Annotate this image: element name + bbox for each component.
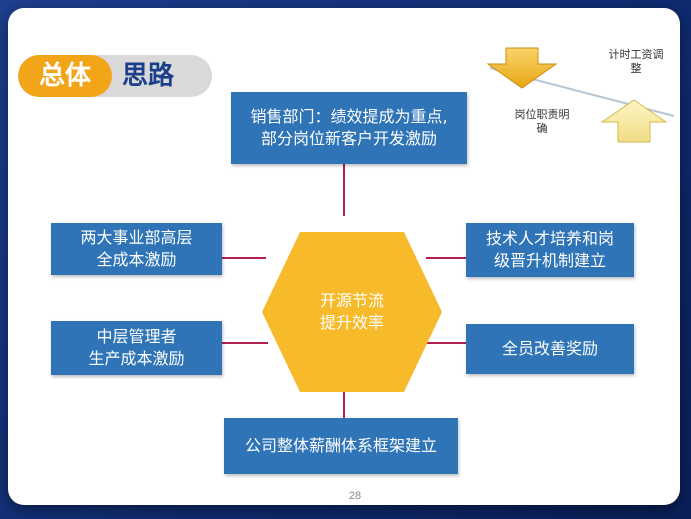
title-pill: 总体 思路 (18, 55, 212, 97)
connector-right-top (426, 257, 466, 259)
slide: 总体 思路 计时工资调 整 岗位职责明 确 (8, 8, 680, 505)
label-job-duty: 岗位职责明 确 (500, 108, 584, 136)
box-middle-line2: 生产成本激励 (88, 349, 185, 368)
center-line1: 开源节流 (319, 291, 384, 310)
box-middle-line1: 中层管理者 (96, 327, 177, 346)
balance-arrows-graphic (486, 47, 675, 143)
box-sales-line2: 部分岗位新客户开发激励 (260, 129, 437, 148)
label-hourly-wage-line1: 计时工资调 (608, 48, 664, 61)
up-arrow-icon (600, 99, 668, 143)
center-hexagon: 开源节流 提升效率 (260, 230, 444, 394)
label-job-duty-line1: 岗位职责明 (514, 108, 570, 121)
box-division-executives: 两大事业部高层 全成本激励 (51, 223, 222, 275)
connector-top (343, 164, 345, 216)
box-all-staff-improvement: 全员改善奖励 (466, 324, 634, 374)
label-job-duty-line2: 确 (536, 122, 548, 135)
box-salary-framework: 公司整体薪酬体系框架建立 (224, 418, 458, 474)
connector-right-bottom (422, 342, 466, 344)
box-division-line2: 全成本激励 (96, 250, 177, 269)
center-line2: 提升效率 (319, 313, 384, 332)
title-right-text: 思路 (122, 61, 175, 91)
label-hourly-wage-line2: 整 (630, 62, 642, 75)
box-tech-line2: 级晋升机制建立 (493, 251, 606, 270)
label-hourly-wage: 计时工资调 整 (596, 48, 676, 76)
hexagon-shape (262, 232, 442, 392)
connector-bottom (343, 386, 345, 418)
box-tech-line1: 技术人才培养和岗 (485, 229, 614, 248)
down-arrow-icon (486, 47, 558, 89)
box-middle-managers: 中层管理者 生产成本激励 (51, 321, 222, 375)
box-framework-line1: 公司整体薪酬体系框架建立 (244, 436, 437, 455)
box-sales-line1: 销售部门：绩效提成为重点, (250, 107, 448, 126)
box-division-line1: 两大事业部高层 (80, 228, 193, 247)
box-sales-department: 销售部门：绩效提成为重点, 部分岗位新客户开发激励 (231, 92, 467, 164)
box-improvement-line1: 全员改善奖励 (501, 339, 598, 358)
center-text: 开源节流 提升效率 (260, 230, 444, 394)
title-left-text: 总体 (18, 55, 112, 97)
connector-left-bottom (222, 342, 268, 344)
box-tech-talent: 技术人才培养和岗 级晋升机制建立 (466, 223, 634, 277)
connector-left-top (222, 257, 266, 259)
page-number: 28 (348, 490, 362, 502)
